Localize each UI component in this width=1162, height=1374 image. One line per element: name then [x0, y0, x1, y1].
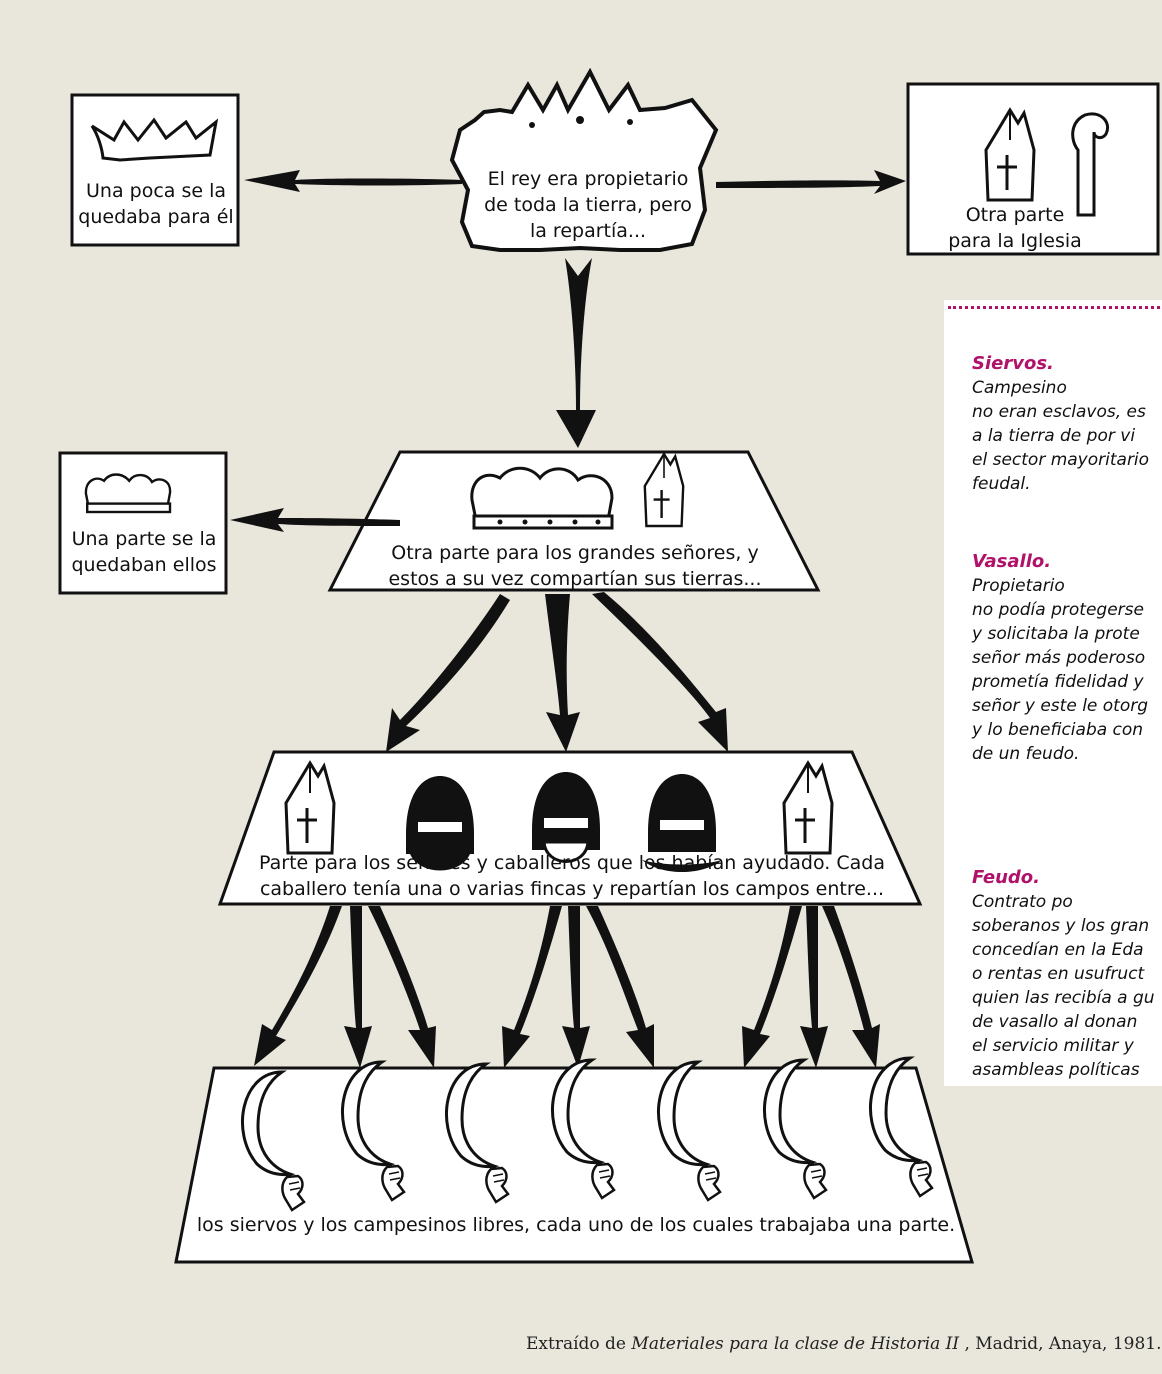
- credit-prefix: Extraído de: [526, 1334, 632, 1354]
- arrow-down-mid-center: [545, 594, 580, 752]
- lords-share-text: Una parte se la quedaban ellos: [71, 528, 217, 576]
- arrow-left-mid: [230, 508, 400, 532]
- church-share-text: Otra parte para la Iglesia: [948, 204, 1082, 252]
- arrow-right-top: [716, 170, 906, 194]
- divider: [948, 306, 1162, 309]
- glossary-definition: Propietario no podía protegerse y solici…: [972, 576, 1149, 764]
- arrow-down-mid-left: [386, 594, 510, 752]
- serfs-text: los siervos y los campesinos libres, cad…: [196, 1214, 956, 1236]
- coronet-icon: [84, 473, 172, 514]
- credit-suffix: , Madrid, Anaya, 1981.: [959, 1334, 1162, 1354]
- crozier-icon: [1071, 112, 1109, 217]
- helmet-icon: [642, 774, 722, 872]
- king-share-text: Una poca se la quedaba para él: [78, 180, 234, 228]
- glossary-entry-siervos: Siervos. Campesino no eran esclavos, es …: [972, 328, 1162, 496]
- crown-icon: [90, 117, 219, 162]
- arrow-left-top: [244, 170, 462, 192]
- credit-title: Materiales para la clase de Historia II: [631, 1334, 960, 1354]
- helmet-icon: [406, 776, 474, 871]
- knights-text: Parte para los señores y caballeros que …: [259, 852, 885, 900]
- glossary-entry-vasallo: Vasallo. Propietario no podía protegerse…: [972, 526, 1162, 766]
- glossary-definition: Contrato po soberanos y los gran concedí…: [972, 892, 1155, 1086]
- king-box-text: El rey era propietario de toda la tierra…: [484, 168, 692, 242]
- great-lords-text: Otra parte para los grandes señores, y e…: [388, 542, 762, 590]
- glossary-definition: Campesino no eran esclavos, es a la tier…: [972, 378, 1150, 494]
- source-credit: Extraído de Materiales para la clase de …: [526, 1334, 1162, 1354]
- glossary-entry-feudo: Feudo. Contrato po soberanos y los gran …: [972, 842, 1162, 1086]
- glossary-panel: Siervos. Campesino no eran esclavos, es …: [944, 300, 1162, 1086]
- king-crown-shape: [449, 67, 719, 252]
- helmet-icon: [532, 772, 600, 863]
- glossary-term: Siervos.: [972, 353, 1054, 374]
- arrow-down-top: [556, 258, 596, 448]
- glossary-term: Feudo.: [972, 867, 1041, 888]
- glossary-term: Vasallo.: [972, 551, 1052, 572]
- arrows-to-serfs: [254, 906, 880, 1068]
- coronet-icon: [470, 466, 614, 530]
- arrow-down-mid-right: [592, 592, 728, 752]
